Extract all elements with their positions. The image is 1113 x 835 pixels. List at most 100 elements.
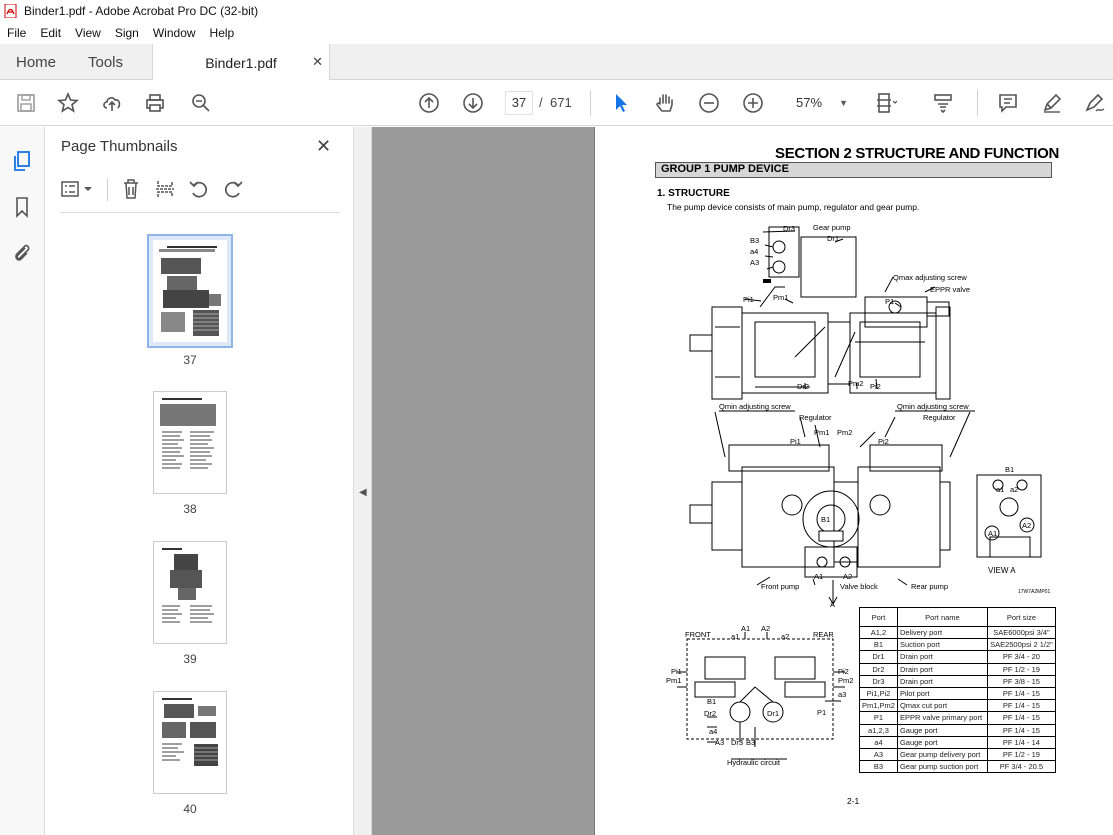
thumbnail-label: 38: [183, 502, 197, 516]
menu-file[interactable]: File: [7, 26, 27, 40]
label-p1: P1: [885, 297, 895, 306]
select-cursor-icon[interactable]: [609, 91, 633, 115]
table-cell: Gauge port: [896, 723, 988, 737]
page-number-input[interactable]: 37: [505, 91, 533, 115]
thumbnail-toolbar: [45, 173, 354, 207]
delete-trash-icon[interactable]: [119, 177, 143, 201]
comment-icon[interactable]: [996, 91, 1020, 115]
label-hc-pi1: Pi1: [671, 667, 682, 676]
rotate-left-icon[interactable]: [187, 177, 211, 201]
collapse-panel-handle[interactable]: ◀: [354, 127, 372, 835]
label-rear: REAR: [813, 630, 834, 639]
thumbnail-page-preview: [153, 240, 227, 342]
zoom-level-value: 57%: [796, 95, 823, 110]
rotate-right-icon[interactable]: [221, 177, 245, 201]
menu-window[interactable]: Window: [152, 26, 196, 40]
page-fit-icon[interactable]: [874, 91, 898, 115]
highlight-pen-icon[interactable]: [1040, 91, 1064, 115]
label-hc-a1s: a1: [731, 632, 740, 641]
table-cell: Gear pump delivery port: [896, 747, 988, 762]
label-a4: a4: [750, 247, 759, 256]
save-icon[interactable]: [14, 91, 38, 115]
scroll-mode-icon[interactable]: [931, 91, 955, 115]
menu-view[interactable]: View: [75, 26, 101, 40]
label-a2: A2: [843, 572, 853, 581]
table-cell: EPPR valve primary port: [896, 711, 988, 725]
label-hc-a2s: a2: [781, 632, 790, 641]
hand-tool-icon[interactable]: [653, 91, 677, 115]
label-qmax: Qmax adjusting screw: [893, 273, 967, 282]
zoom-out-icon[interactable]: [697, 91, 721, 115]
left-rail: [0, 127, 45, 835]
table-cell: SAE2500psi 2 1/2": [986, 638, 1056, 652]
menu-sign[interactable]: Sign: [114, 26, 139, 40]
table-cell: a1,2,3: [859, 723, 898, 737]
zoom-level-select[interactable]: 57%▼: [786, 91, 852, 115]
section-title: SECTION 2 STRUCTURE AND FUNCTION: [775, 145, 1060, 162]
thumbnail-list: 37 38 39 40: [45, 219, 345, 835]
table-cell: Pilot port: [896, 686, 988, 701]
menu-bar: File Edit View Sign Window Help: [0, 22, 1113, 44]
label-pi2: Pi2: [870, 382, 881, 391]
table-cell: Qmax cut port: [896, 699, 988, 713]
bookmarks-icon[interactable]: [10, 195, 34, 219]
menu-help[interactable]: Help: [209, 26, 235, 40]
label-view-a1: A1: [988, 529, 998, 538]
document-canvas[interactable]: SECTION 2 STRUCTURE AND FUNCTION GROUP 1…: [372, 127, 1113, 835]
thumbnail-page-38[interactable]: [153, 391, 227, 494]
label-b3: B3: [750, 236, 760, 245]
table-cell: Dr1: [859, 650, 898, 664]
thumbnails-panel: Page Thumbnails ✕ 37 38 39 40 ▲: [45, 127, 391, 835]
thumbnail-page-40[interactable]: [153, 691, 227, 794]
tab-document-label: Binder1.pdf: [205, 54, 277, 71]
label-qmin-right: Qmin adjusting screw: [897, 402, 969, 411]
close-tab-icon[interactable]: ✕: [312, 54, 323, 69]
table-cell: PF 3/4 - 20: [986, 650, 1056, 664]
thumbnail-page-39[interactable]: [153, 541, 227, 644]
print-icon[interactable]: [143, 91, 167, 115]
label-view-a2: A2: [1022, 521, 1032, 530]
label-hc-dr2: Dr2: [704, 709, 717, 718]
extract-pages-icon[interactable]: [153, 177, 177, 201]
page-thumbnails-icon[interactable]: [10, 149, 34, 173]
previous-page-icon[interactable]: [417, 91, 441, 115]
next-page-icon[interactable]: [461, 91, 485, 115]
label-dr2: Dr2: [797, 382, 810, 391]
table-cell: Dr3: [859, 674, 898, 688]
table-cell: Drain port: [896, 662, 988, 676]
table-cell: PF 1/4 - 15: [986, 699, 1056, 713]
table-cell: B1: [859, 638, 898, 652]
bookmark-star-icon[interactable]: [56, 91, 80, 115]
tab-home[interactable]: Home: [16, 53, 57, 71]
label-dr3: Dr3: [783, 224, 796, 233]
port-header: Port: [859, 607, 898, 627]
table-cell: PF 1/2 - 19: [986, 662, 1056, 676]
label-view-a2s: a2: [1010, 485, 1019, 494]
label-view-a1s: a1: [996, 485, 1005, 494]
label-qmin-left: Qmin adjusting screw: [719, 402, 791, 411]
label-hc-a1: A1: [741, 624, 751, 633]
structure-heading: 1. STRUCTURE: [657, 188, 730, 199]
toolbar-divider: [107, 179, 108, 201]
port-size-header: Port size: [986, 607, 1056, 627]
label-hc-b1: B1: [707, 697, 717, 706]
thumbnail-page-37[interactable]: [147, 234, 233, 348]
label-hc-dr3: Dr3: [731, 738, 744, 747]
upload-cloud-icon[interactable]: [100, 91, 124, 115]
panel-title: Page Thumbnails: [61, 138, 178, 155]
attachments-paperclip-icon[interactable]: [10, 241, 34, 265]
tab-tools[interactable]: Tools: [88, 53, 124, 71]
zoom-in-icon[interactable]: [741, 91, 765, 115]
menu-edit[interactable]: Edit: [40, 26, 62, 40]
tab-document[interactable]: Binder1.pdf ✕: [152, 44, 330, 81]
close-panel-icon[interactable]: ✕: [316, 136, 332, 156]
table-cell: PF 1/4 - 14: [986, 735, 1056, 749]
label-view-b1: B1: [1005, 465, 1015, 474]
sign-pen-icon[interactable]: [1083, 91, 1107, 115]
label-front: FRONT: [685, 630, 711, 639]
zoom-search-icon[interactable]: [189, 91, 213, 115]
port-name-header: Port name: [896, 607, 988, 627]
thumbnail-options-icon[interactable]: [59, 177, 97, 201]
